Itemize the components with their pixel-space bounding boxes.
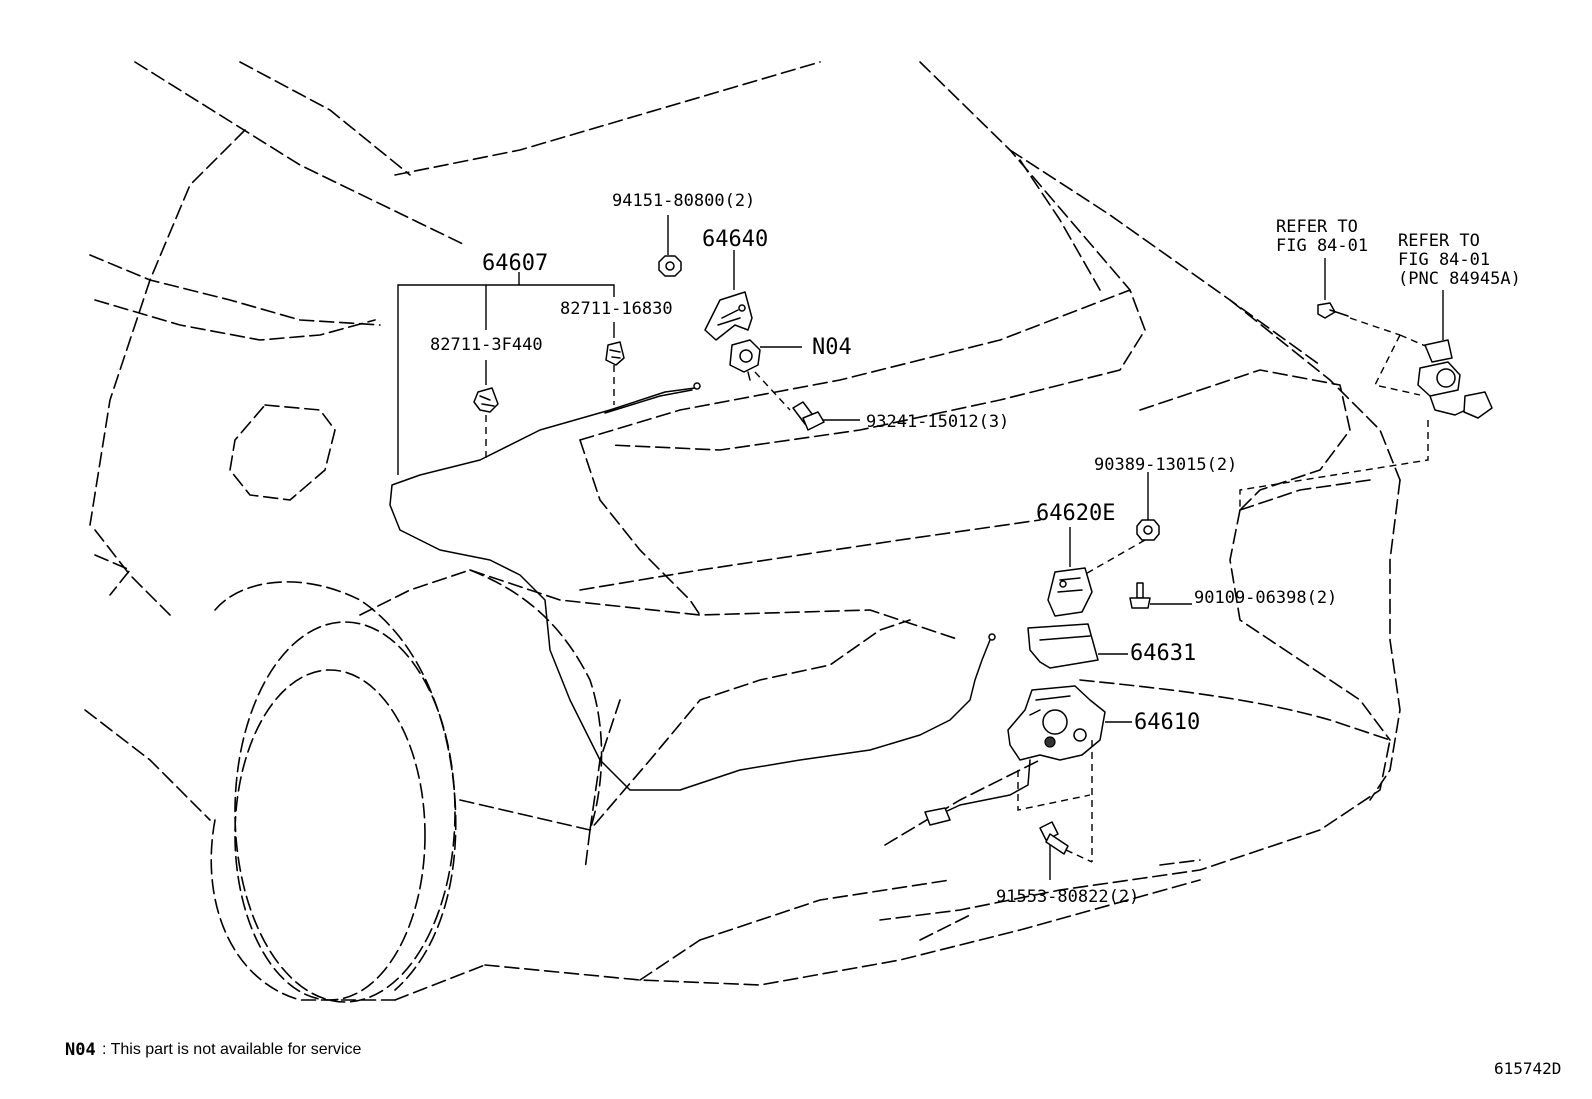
group-bracket-64607 [397,272,615,475]
bolt-91553 [1039,821,1093,880]
label-91553-80822: 91553-80822(2) [996,887,1139,907]
clip-82711-16830 [605,341,625,366]
label-82711-3f440: 82711-3F440 [430,335,543,355]
label-fig-84-01-2: FIG 84-01 [1398,250,1490,270]
lock-assy-64610 [924,685,1132,862]
label-n04: N04 [812,335,852,360]
clip-82711-3f440 [473,387,499,413]
diagram-code: 615742D [1494,1059,1561,1078]
footnote-text: : This part is not available for service [102,1041,361,1058]
label-82711-16830: 82711-16830 [560,299,673,319]
footnote: N04 : This part is not available for ser… [65,1040,361,1060]
label-64607: 64607 [482,251,548,276]
label-64631: 64631 [1130,641,1196,666]
label-90389-13015: 90389-13015(2) [1094,455,1237,475]
switch-64620e [1047,527,1093,617]
bolt-93241 [754,371,860,431]
callout-labels: 64607 82711-3F440 82711-16830 94151-8080… [430,191,1521,907]
part-n04 [729,339,802,381]
label-90109-06398: 90109-06398(2) [1194,588,1337,608]
label-93241-15012: 93241-15012(3) [866,412,1009,432]
nut-90389 [1074,472,1160,581]
label-64620e: 64620E [1036,501,1115,526]
trunk-release-cable [389,382,996,791]
label-64640: 64640 [702,227,768,252]
bolt-refer-84-01 [1317,258,1401,336]
label-refer-to-1: REFER TO [1276,217,1358,237]
label-fig-84-01-1: FIG 84-01 [1276,236,1368,256]
label-64610: 64610 [1134,710,1200,735]
nut-94151 [658,215,682,277]
screw-90109 [1129,582,1192,609]
label-refer-to-2: REFER TO [1398,231,1480,251]
label-94151-80800: 94151-80800(2) [612,191,755,211]
label-pnc-84945a: (PNC 84945A) [1398,269,1521,289]
bracket-64640 [704,250,753,341]
car-body-outline [84,61,1401,1003]
footnote-key: N04 [65,1040,96,1060]
camera-assy-84945a [1239,290,1493,510]
cover-64631 [1027,623,1128,669]
